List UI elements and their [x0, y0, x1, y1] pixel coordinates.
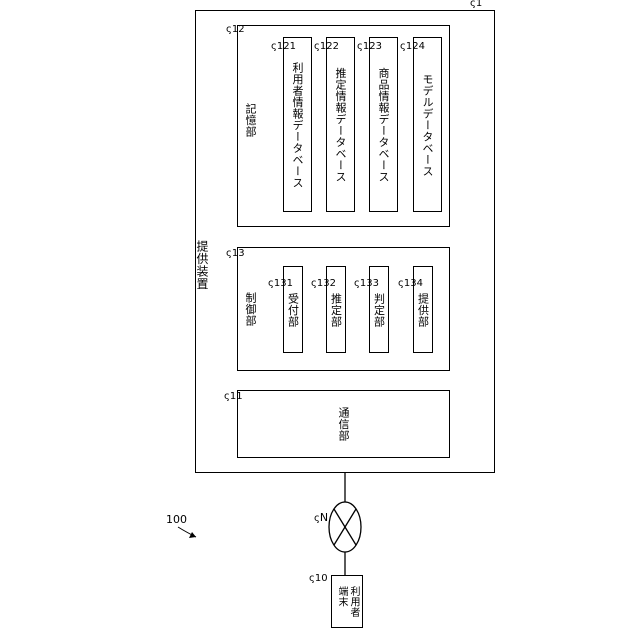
provision-unit-ref: ς134	[398, 279, 423, 289]
user-terminal: 利用者 端末	[331, 575, 363, 628]
communication-unit: 通信部	[237, 390, 450, 458]
storage-label: 記憶部	[245, 103, 256, 138]
storage-ref: ς12	[226, 25, 245, 35]
user-info-database-label: 利用者情報データベース	[292, 61, 303, 188]
product-info-database-label: 商品情報データベース	[378, 67, 389, 182]
control-ref: ς13	[226, 249, 245, 259]
provider-label: 提供装置	[196, 240, 208, 290]
estimation-unit-ref: ς132	[311, 279, 336, 289]
product-info-database: 商品情報データベース	[369, 37, 398, 212]
estimation-unit-label: 推定部	[331, 292, 342, 327]
model-database: モデルデータベース	[413, 37, 442, 212]
estimation-info-database: 推定情報データベース	[326, 37, 355, 212]
product-info-database-ref: ς123	[357, 42, 382, 52]
estimation-info-database-ref: ς122	[314, 42, 339, 52]
determination-unit-ref: ς133	[354, 279, 379, 289]
model-database-ref: ς124	[400, 42, 425, 52]
control-label: 制御部	[245, 292, 256, 327]
estimation-info-database-label: 推定情報データベース	[335, 67, 346, 182]
system-ref: 100	[166, 514, 187, 525]
determination-unit-label: 判定部	[374, 292, 385, 327]
user-terminal-label: 利用者 端末	[335, 586, 359, 618]
communication-ref: ς11	[224, 392, 243, 402]
communication-label: 通信部	[338, 407, 349, 442]
user-info-database: 利用者情報データベース	[283, 37, 312, 212]
model-database-label: モデルデータベース	[422, 73, 433, 177]
reception-unit-ref: ς131	[268, 279, 293, 289]
provider-ref: ς1	[470, 0, 482, 9]
provision-unit-label: 提供部	[418, 292, 429, 327]
user-info-database-ref: ς121	[271, 42, 296, 52]
network-symbol	[329, 502, 361, 552]
network-label: ςN	[314, 512, 328, 524]
user-terminal-ref: ς10	[309, 574, 328, 584]
reception-unit-label: 受付部	[288, 292, 299, 327]
